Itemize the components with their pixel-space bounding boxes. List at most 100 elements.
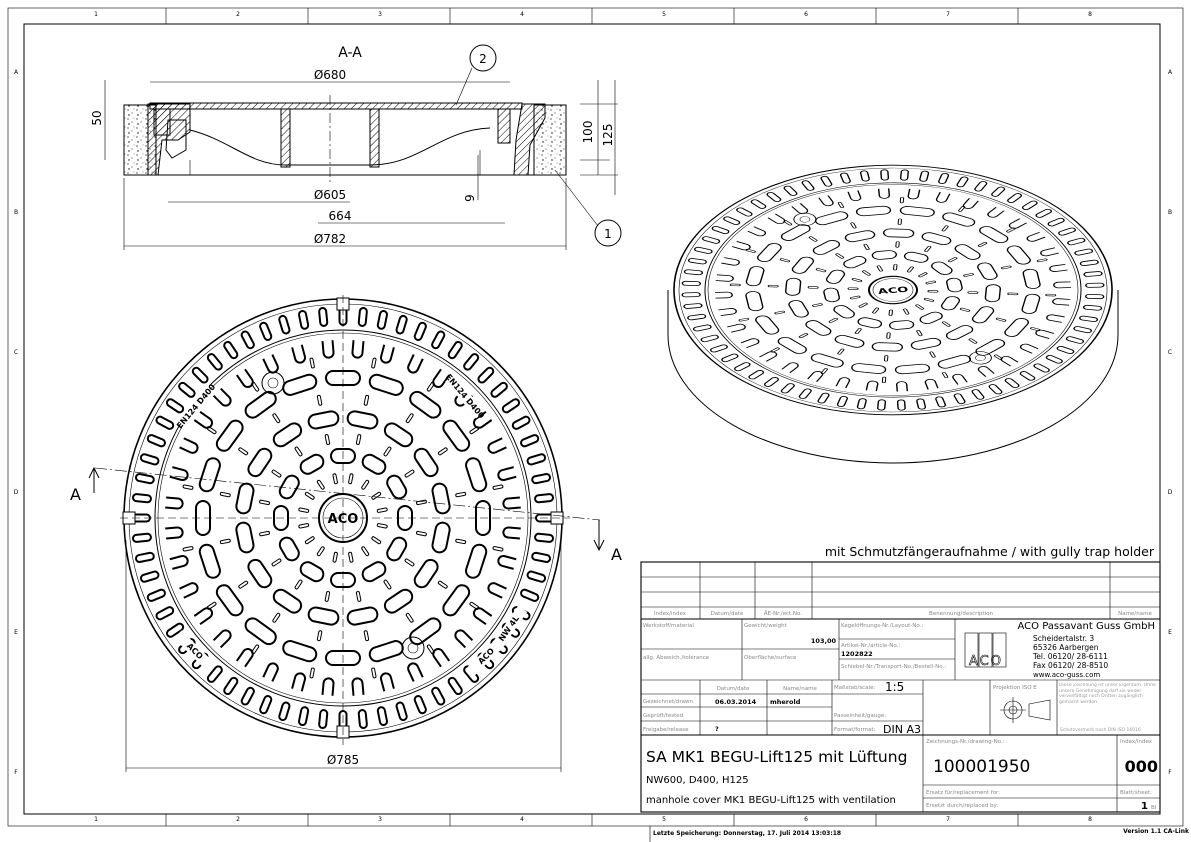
- rim-slot: [413, 321, 427, 341]
- u-slot: [1040, 247, 1060, 257]
- capsule-slot: [431, 521, 451, 554]
- rim-slot: [736, 207, 753, 217]
- sheet-label: Blatt/sheet:: [1120, 790, 1152, 796]
- zone-row-label: D: [1168, 489, 1173, 496]
- u-slot: [924, 378, 939, 390]
- radial-dash: [371, 357, 377, 369]
- cover-rib: [153, 108, 171, 136]
- radial-dash: [426, 644, 435, 655]
- rim-slot: [447, 676, 463, 696]
- radial-dash: [259, 499, 270, 506]
- vent-hole-icon: [261, 371, 285, 395]
- rim-slot: [526, 453, 547, 466]
- u-slot: [487, 582, 507, 599]
- cover-underside-profile: [189, 127, 491, 166]
- radial-dash: [963, 273, 974, 277]
- rim-slot: [165, 398, 185, 414]
- section-line: [94, 467, 601, 521]
- rim-slot: [395, 701, 408, 722]
- u-slot: [747, 226, 767, 237]
- radial-dash: [767, 284, 779, 288]
- rim-slot: [1056, 345, 1075, 354]
- u-slot: [877, 188, 891, 199]
- radial-dash: [893, 264, 898, 271]
- balloon-1-label: 1: [604, 227, 612, 241]
- capsule-slot: [791, 256, 815, 274]
- vent-hole-icon: [968, 351, 992, 365]
- dim-605: Ø605: [314, 188, 346, 202]
- radial-dash: [835, 253, 845, 259]
- capsule-slot: [888, 320, 915, 330]
- radial-dash: [219, 538, 231, 545]
- center-logo-text: ACO: [877, 285, 909, 296]
- capsule-slot: [844, 230, 876, 243]
- drawing-description: manhole cover MK1 BEGU-Lift125 with vent…: [646, 795, 896, 806]
- rim-slot: [899, 169, 909, 181]
- capsule-slot: [971, 306, 995, 324]
- radial-dash: [404, 558, 415, 567]
- radial-dash: [941, 321, 951, 327]
- capsule-slot: [931, 261, 953, 275]
- radial-dash: [812, 303, 823, 307]
- radial-dash: [238, 580, 249, 589]
- capsule-slot: [755, 315, 780, 335]
- radial-dash: [924, 245, 932, 252]
- radial-dash: [376, 523, 388, 529]
- radial-dash: [798, 333, 809, 339]
- rim-slot: [206, 665, 223, 683]
- rim-slot: [974, 181, 988, 192]
- radial-dash: [1036, 258, 1048, 263]
- u-slot: [502, 496, 521, 510]
- capsule-slot: [413, 558, 439, 589]
- cover-rib: [369, 108, 380, 168]
- rim-slot: [298, 706, 310, 727]
- rim-slot: [916, 398, 927, 410]
- rim-slot: [836, 396, 849, 407]
- rim-slot: [681, 292, 701, 298]
- u-slot: [715, 274, 734, 282]
- weight-value: 103,00: [811, 637, 837, 645]
- cover-edge: [704, 182, 1082, 398]
- company-city: 65326 Aarbergen: [1033, 643, 1099, 652]
- radial-dash: [272, 413, 281, 424]
- capsule-slot: [871, 250, 898, 260]
- u-slot: [235, 648, 254, 668]
- sheet-suffix: Bl: [1151, 805, 1157, 811]
- radial-dash: [405, 612, 414, 623]
- capsule-slot: [278, 536, 300, 562]
- u-slot: [351, 677, 365, 696]
- radial-dash: [348, 551, 354, 563]
- radial-dash: [294, 446, 303, 457]
- radial-dash: [958, 205, 966, 212]
- company-web: www.aco-guss.com: [1033, 671, 1100, 679]
- u-slot: [987, 207, 1005, 218]
- capsule-slot: [777, 336, 807, 354]
- u-slot: [1026, 232, 1046, 242]
- radial-dash: [906, 266, 914, 273]
- capsule-slot: [346, 410, 379, 430]
- title-block: Index/index Datum/date ÄE-Nr./ect.No. Be…: [640, 561, 1161, 813]
- rim-slot: [783, 185, 798, 196]
- radial-dash: [294, 579, 303, 590]
- capsule-slot: [1004, 318, 1030, 337]
- rim-slot: [1004, 378, 1020, 388]
- capsule-slot: [977, 262, 998, 280]
- cover-rib: [497, 108, 511, 144]
- u-slot: [952, 373, 968, 385]
- zone-column-label: 3: [378, 11, 382, 18]
- radial-dash: [316, 394, 323, 406]
- rim-slot: [477, 366, 495, 384]
- capsule-slot: [814, 211, 849, 226]
- rim-slot: [919, 170, 930, 182]
- radial-dash: [1006, 227, 1016, 233]
- capsule-slot: [282, 640, 318, 663]
- lift-mechanism: [165, 119, 187, 159]
- radial-dash: [355, 434, 362, 445]
- capsule-slot: [442, 419, 471, 452]
- u-slot: [847, 190, 862, 202]
- capsule-slot: [198, 543, 221, 579]
- rim-slot: [134, 473, 155, 485]
- radial-dash: [959, 307, 971, 312]
- radial-dash: [271, 558, 282, 567]
